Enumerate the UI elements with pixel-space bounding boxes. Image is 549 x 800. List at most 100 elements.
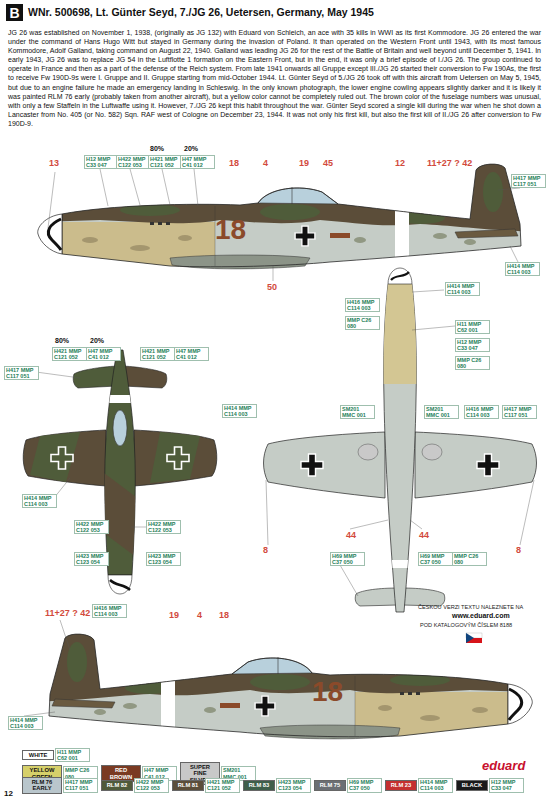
paint-callout: H69 MMP C37 050 — [418, 552, 453, 566]
paint-callout: H414 MMP C114 003 — [22, 494, 57, 508]
mix-percent: 20% — [90, 337, 104, 344]
legend-item: RLM 75H69 MMP C37 050 — [314, 778, 382, 792]
color-name: RLM 83 — [249, 782, 270, 788]
drawing-part — [130, 245, 150, 251]
paint-callout: H414 MMP C114 003 — [8, 716, 43, 730]
paint-code: H422 MMP C122 053 — [134, 778, 169, 792]
drawing-part — [273, 266, 274, 281]
color-swatch: BLACK — [456, 780, 488, 790]
legend-item: RLM 23 H414 MMP C114 003 — [385, 778, 453, 792]
paint-callout: H423 MMP C123 054 — [74, 552, 109, 566]
drawing-part — [38, 214, 62, 254]
drawing-part — [295, 226, 315, 246]
drawing-part — [292, 187, 293, 204]
drawing-part — [73, 366, 117, 388]
drawing-part — [60, 620, 70, 650]
drawing-part — [51, 447, 73, 469]
drawing-part — [350, 520, 388, 529]
drawing-part — [100, 395, 140, 403]
drawing-part — [260, 204, 320, 220]
paint-callout: H416 MMP C114 003 — [92, 604, 127, 618]
drawing-part — [167, 447, 189, 469]
drawing-part — [266, 480, 268, 545]
paint-callout: H69 MMP C37 050 — [330, 552, 365, 566]
paint-code: H421 MMP C121 052 — [205, 778, 240, 792]
paint-callout: H414 MMP C114 003 — [222, 404, 257, 418]
paint-callout: H423 MMP C123 054 — [146, 552, 181, 566]
drawing-part — [264, 268, 537, 612]
drawing-part — [131, 527, 146, 528]
drawing-part — [477, 454, 499, 476]
fuselage-marking: 18 — [312, 678, 343, 706]
czech-note: POD KATALOGOVÝM ČÍSLEM 8188 — [420, 622, 512, 628]
drawing-part — [466, 633, 482, 643]
color-swatch: RLM 23 — [385, 780, 417, 790]
brand-logo: eduard — [482, 758, 525, 773]
paint-callout: H416 MMP C114 003 — [345, 298, 380, 312]
color-name: RLM 81 — [178, 782, 199, 788]
drawing-part — [110, 580, 130, 590]
color-name: RLM 76 EARLY — [32, 779, 53, 791]
drawing-part — [380, 284, 420, 384]
drawing-part — [264, 432, 386, 498]
drawing-part — [166, 222, 170, 225]
paint-callout: H414 MMP C114 003 — [445, 282, 480, 296]
paint-code: H417 MMP C117 051 — [63, 778, 98, 792]
color-swatch: RLM 75 — [314, 780, 346, 790]
paint-code: H12 MMP C33 047 — [489, 778, 524, 792]
drawing-part — [120, 204, 180, 216]
drawing-part — [455, 229, 518, 238]
paint-callout: H421 MMP C121 052 — [52, 347, 87, 361]
legend-item: RLM 82 H422 MMP C122 053 — [101, 778, 169, 792]
czech-note: ČESKOU VERZI TEXTU NALEZNETE NA — [418, 604, 523, 610]
drawing-part — [395, 150, 409, 280]
color-name: RLM 23 — [391, 782, 412, 788]
paint-callout: H11 MMP C62 001 — [455, 320, 490, 334]
callout-number: 11+27 ? 42 — [44, 608, 91, 618]
color-name: BLACK — [462, 782, 482, 788]
drawing-part — [354, 237, 366, 243]
drawing-part — [23, 350, 217, 594]
scheme-letter: B — [9, 5, 19, 21]
legend-item: BLACK H12 MMP C33 047 — [456, 778, 524, 792]
plate-title: WNr. 500698, Lt. Günter Seyd, 7./JG 26, … — [28, 6, 374, 18]
paint-callout: H417 MMP C117 051 — [502, 405, 537, 419]
paint-code: H423 MMP C123 054 — [276, 778, 311, 792]
callout-number: 45 — [322, 158, 334, 168]
website: www.eduard.com — [452, 612, 510, 619]
drawing-part — [483, 172, 503, 212]
mix-percent: 80% — [150, 145, 164, 152]
color-swatch: RLM 76 EARLY — [22, 777, 62, 794]
paint-callout: H47 MMP C41 012 — [180, 155, 215, 169]
drawing-part — [301, 454, 323, 476]
scheme-letter-box: B — [6, 4, 23, 21]
drawing-part — [380, 284, 420, 568]
paint-callout: H12 MMP C33 047 — [455, 338, 490, 352]
drawing-part — [100, 470, 140, 560]
drawing-part — [415, 432, 537, 498]
callout-number: 18 — [228, 158, 240, 168]
drawing-part — [40, 150, 540, 280]
legend-row: RLM 76 EARLY H417 MMP C117 051 RLM 82 H422 … — [22, 777, 524, 794]
paint-callout: H414 MMP C114 003 — [505, 262, 540, 276]
drawing-part — [520, 480, 534, 545]
drawing-part — [130, 169, 140, 205]
paint-callout: H47 MMP C41 012 — [174, 347, 209, 361]
drawing-part — [380, 560, 420, 568]
drawing-part — [466, 633, 474, 643]
drawing-part — [178, 235, 192, 241]
paint-callout: MMP C26 080 — [345, 316, 380, 330]
drawing-part — [134, 430, 217, 486]
callout-number: 44 — [418, 530, 430, 540]
color-name: WHITE — [29, 752, 48, 758]
callout-number: 50 — [266, 282, 278, 292]
callout-number: 8 — [262, 545, 269, 555]
legend-item: RLM 81 H421 MMP C121 052 — [172, 778, 240, 792]
callout-number: 13 — [48, 158, 60, 168]
color-name: RLM 82 — [107, 782, 128, 788]
paint-code: H11 MMP C62 001 — [55, 748, 90, 762]
paint-code: H414 MMP C114 003 — [418, 778, 453, 792]
paint-callout: MMP C26 080 — [452, 552, 487, 566]
drawing-part — [48, 172, 55, 228]
paint-callout: H12 MMP C33 047 — [84, 155, 119, 169]
